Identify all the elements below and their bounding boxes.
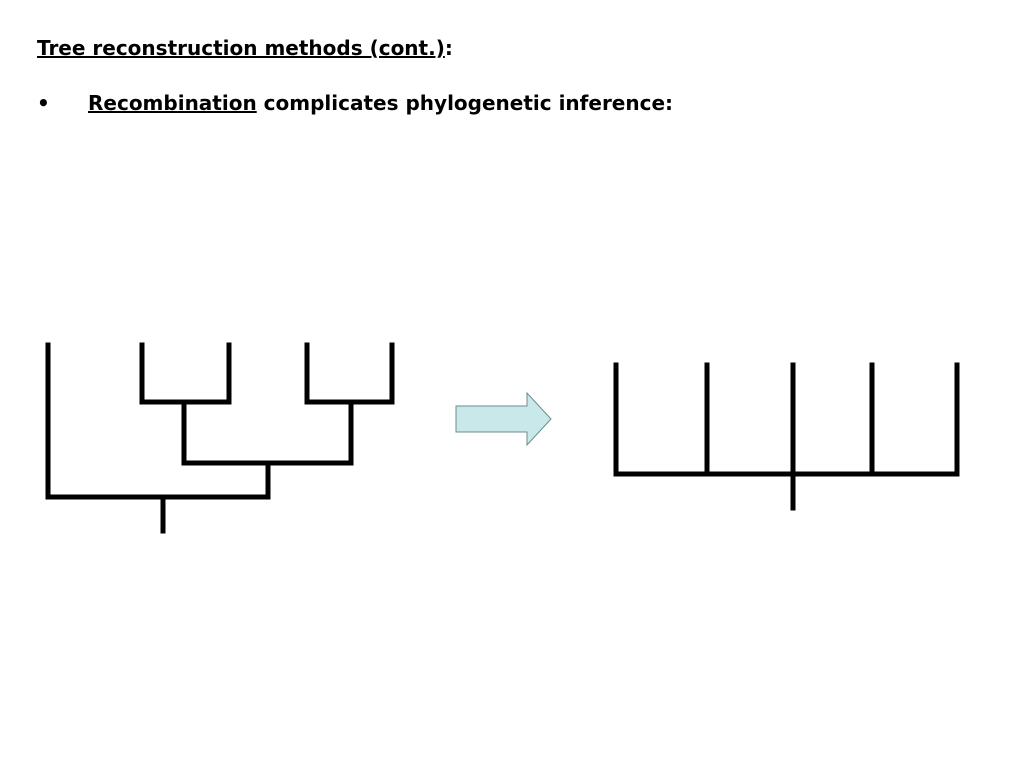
slide-title: Tree reconstruction methods (cont.): <box>37 36 453 60</box>
bullet-term: Recombination <box>88 91 257 115</box>
bullet-text: Recombination complicates phylogenetic i… <box>88 91 673 115</box>
bullet-symbol: • <box>37 91 50 115</box>
resolved-tree <box>45 342 395 534</box>
right-arrow-icon <box>455 391 552 447</box>
bullet-rest: complicates phylogenetic inference: <box>256 91 674 115</box>
slide-title-suffix: : <box>444 36 453 60</box>
star-tree <box>613 362 960 511</box>
slide-title-underlined: Tree reconstruction methods (cont.) <box>37 36 445 60</box>
